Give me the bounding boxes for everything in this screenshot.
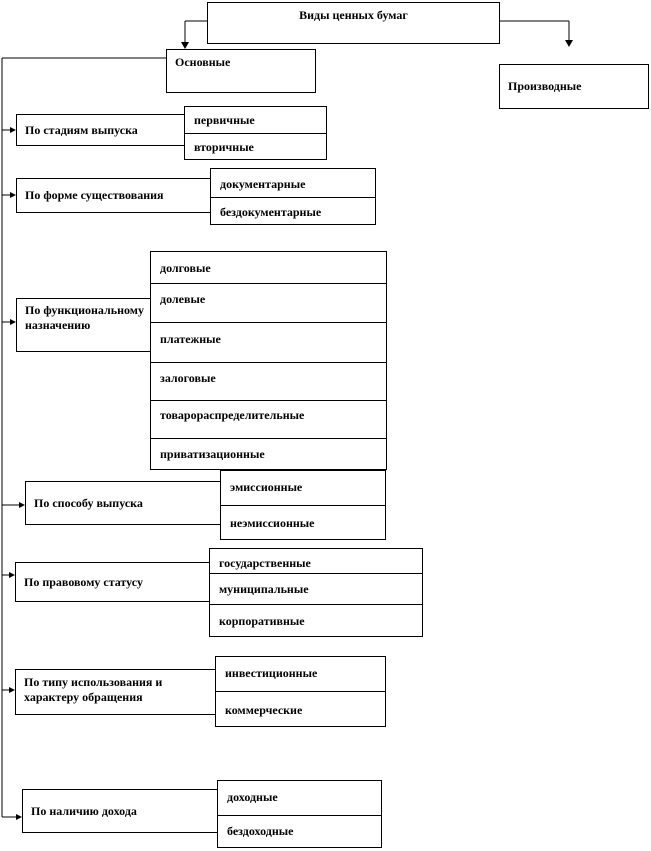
items-usage: инвестиционные коммерческие	[215, 656, 386, 727]
classification-usage-label: По типу использования и характеру обраще…	[24, 675, 163, 704]
item: инвестиционные	[225, 666, 318, 680]
classification-stage: По стадиям выпуска	[16, 114, 188, 146]
items-income: доходные бездоходные	[217, 780, 382, 848]
branch-main-label: Основные	[175, 55, 231, 69]
item: эмиссионные	[230, 480, 303, 494]
item: бездокументарные	[220, 205, 322, 219]
item: государственные	[219, 556, 311, 570]
classification-legal-label: По правовому статусу	[24, 574, 143, 589]
item: приватизационные	[160, 447, 265, 461]
classification-usage: По типу использования и характеру обраще…	[15, 669, 220, 715]
item: товарораспределительные	[160, 408, 305, 422]
items-issue: эмиссионные неэмиссионные	[220, 470, 386, 540]
item: доходные	[227, 790, 278, 804]
item: платежные	[160, 332, 221, 346]
item: неэмиссионные	[230, 516, 315, 530]
item: корпоративные	[219, 614, 305, 628]
item: бездоходные	[227, 824, 294, 838]
item: залоговые	[160, 371, 216, 385]
items-legal: государственные муниципальные корпоратив…	[209, 548, 423, 637]
classification-income: По наличию дохода	[22, 789, 222, 833]
root-label: Виды ценных бумаг	[299, 8, 408, 22]
classification-issue-label: По способу выпуска	[34, 495, 143, 510]
classification-income-label: По наличию дохода	[31, 803, 137, 818]
classification-form-label: По форме существования	[25, 188, 164, 202]
items-stage: первичные вторичные	[184, 106, 327, 160]
items-function: долговые долевые платежные залоговые тов…	[150, 251, 387, 470]
branch-main: Основные	[166, 49, 316, 93]
classification-function-label: По функциональному назначению	[25, 303, 144, 332]
branch-derivative: Производные	[499, 64, 649, 109]
classification-legal: По правовому статусу	[15, 562, 213, 602]
items-form: документарные бездокументарные	[210, 168, 376, 225]
classification-function: По функциональному назначению	[16, 298, 154, 352]
item: долевые	[160, 292, 206, 306]
classification-form: По форме существования	[16, 178, 214, 213]
classification-stage-label: По стадиям выпуска	[25, 122, 138, 137]
branch-derivative-label: Производные	[508, 79, 582, 93]
item: вторичные	[194, 140, 254, 154]
item: муниципальные	[219, 582, 309, 596]
root-node: Виды ценных бумаг	[207, 2, 500, 44]
classification-issue: По способу выпуска	[25, 481, 225, 525]
item: коммерческие	[225, 703, 303, 717]
item: первичные	[194, 113, 255, 127]
item: долговые	[160, 261, 211, 275]
item: документарные	[220, 177, 306, 191]
